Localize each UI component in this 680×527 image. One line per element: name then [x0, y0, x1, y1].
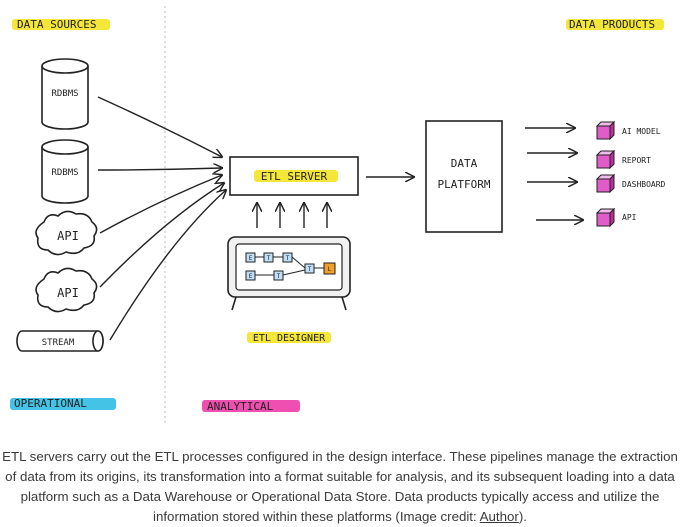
sources-heading: DATA SOURCES: [17, 18, 96, 31]
etl-designer-highlight: [247, 332, 331, 343]
etl-designer-monitor: [227, 236, 351, 311]
node-label-7: T: [277, 273, 281, 280]
rdbms-cylinder-2: [41, 139, 89, 204]
source-label-2: RDBMS: [51, 168, 78, 178]
product-label-3: DASHBOARD: [622, 180, 666, 189]
rdbms-cylinder-1: [41, 58, 89, 130]
products-heading: DATA PRODUCTS: [569, 18, 655, 31]
product-label-4: API: [622, 213, 637, 222]
product-cube-2: [595, 149, 616, 170]
author-link[interactable]: Author: [479, 509, 519, 524]
operational-heading: OPERATIONAL: [14, 397, 87, 410]
source-label-4: API: [57, 286, 79, 300]
arrow-source-2: [97, 168, 222, 170]
node-label-3: T: [286, 255, 290, 262]
source-label-1: RDBMS: [51, 89, 78, 99]
arrow-source-3: [99, 175, 222, 234]
etl-server-label: ETL SERVER: [261, 170, 328, 183]
products-heading-highlight: [566, 19, 664, 30]
figure-caption: ETL servers carry out the ETL processes …: [0, 447, 680, 527]
arrow-source-1: [97, 96, 222, 157]
caption-end: ).: [518, 509, 527, 524]
arrow-source-5: [109, 190, 226, 341]
node-label-1: E: [249, 255, 253, 262]
caption-text: ETL servers carry out the ETL processes …: [2, 449, 678, 524]
product-cube-4: [595, 207, 616, 228]
api-cloud-1: [35, 210, 98, 256]
source-label-5: STREAM: [42, 338, 75, 348]
platform-label-line1: DATA: [451, 157, 478, 170]
etl-designer-label: ETL DESIGNER: [253, 333, 326, 344]
source-label-3: API: [57, 229, 79, 243]
operational-highlight: [10, 398, 116, 410]
product-label-2: REPORT: [622, 156, 651, 165]
analytical-highlight: [202, 400, 300, 412]
platform-label-line2: PLATFORM: [438, 178, 491, 191]
etl-diagram: DATA SOURCES DATA PRODUCTS OPERATIONAL A…: [10, 6, 666, 425]
node-label-4: T: [308, 266, 312, 273]
product-cube-3: [595, 173, 616, 194]
api-cloud-2: [35, 267, 98, 313]
sources-heading-highlight: [12, 19, 110, 30]
arrow-source-4: [99, 183, 224, 288]
node-label-2: T: [267, 255, 271, 262]
analytical-heading: ANALYTICAL: [207, 400, 274, 413]
data-platform-box: [425, 120, 503, 233]
product-cube-1: [595, 120, 616, 141]
etl-server-highlight: [254, 170, 338, 182]
product-label-1: AI MODEL: [622, 127, 661, 136]
node-label-5: L: [328, 266, 332, 273]
node-label-6: E: [249, 273, 253, 280]
stream-pipe: [16, 330, 104, 352]
